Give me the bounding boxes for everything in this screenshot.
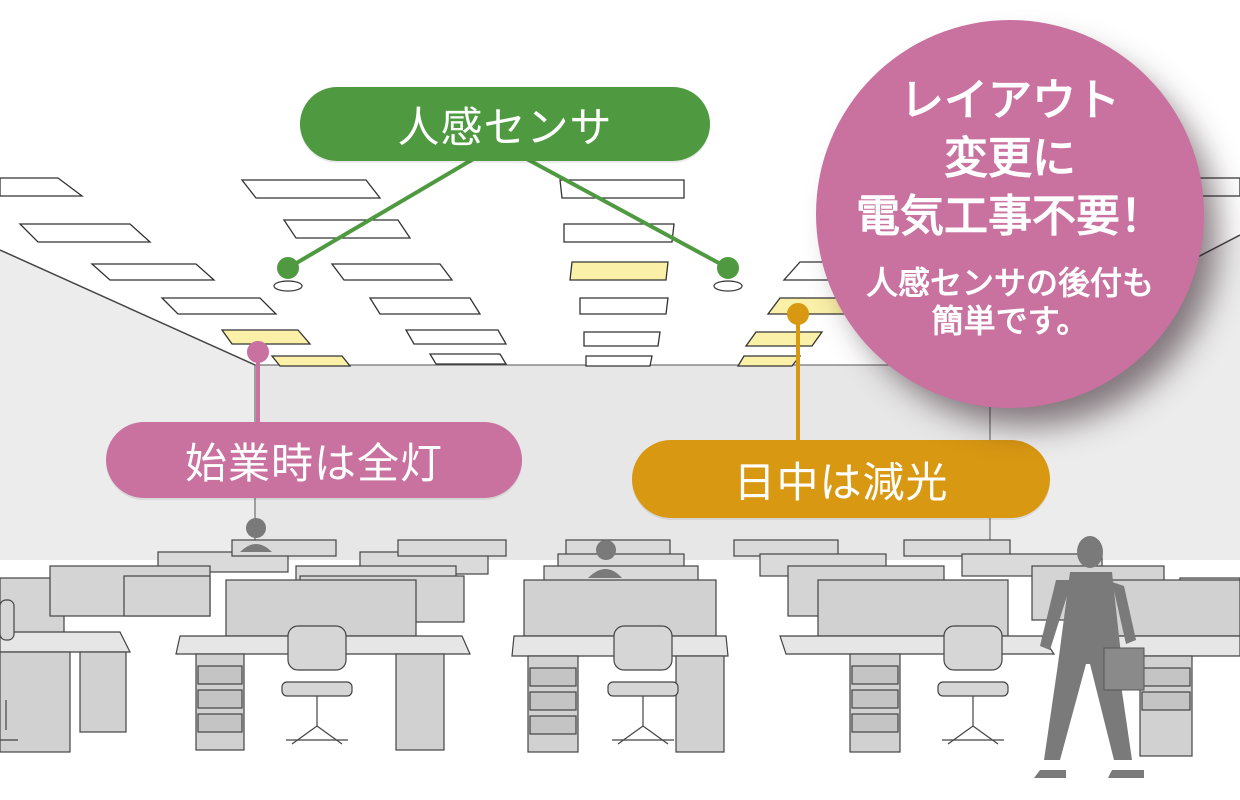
- lit-panel: [569, 261, 669, 281]
- chair: [281, 625, 353, 745]
- sensor-marker: [717, 257, 739, 279]
- lit-panel: [736, 355, 802, 367]
- badge-headline-line: 変更に: [944, 133, 1076, 184]
- chair: [937, 625, 1009, 745]
- dimming-label: 日中は減光: [632, 440, 1050, 518]
- lit-panel: [744, 331, 824, 347]
- sensor-label: 人感センサ: [300, 87, 710, 161]
- badge-sub-line: 人感センサの後付も: [865, 264, 1154, 302]
- badge-headline-line: 電気工事不要！: [856, 191, 1164, 242]
- full-on-marker: [247, 341, 269, 363]
- promo-badge: レイアウト 変更に 電気工事不要！ 人感センサの後付も 簡単です。: [816, 20, 1204, 408]
- sensor-marker: [277, 257, 299, 279]
- desk-front-1: [175, 579, 471, 751]
- badge-headline-line: レイアウト: [900, 75, 1120, 126]
- desk-front-4: [1103, 579, 1240, 757]
- callout-sensor-lines: [277, 156, 739, 279]
- seated-person: [240, 518, 272, 552]
- dimming-marker: [787, 303, 809, 325]
- chair: [0, 599, 18, 741]
- chair: [607, 625, 679, 745]
- badge-headline: レイアウト 変更に 電気工事不要！: [816, 72, 1204, 246]
- sensor-device-right: [713, 280, 743, 292]
- seated-person: [588, 540, 622, 578]
- walking-person: [1034, 536, 1145, 778]
- office-furniture: [0, 539, 1240, 757]
- office-chairs: [0, 599, 1009, 745]
- wall-corner-left: [0, 249, 256, 366]
- badge-sub-line: 簡単です。: [931, 302, 1089, 340]
- panels-lit: [220, 261, 860, 367]
- sensor-device-left: [273, 280, 303, 292]
- badge-subtext: 人感センサの後付も 簡単です。: [816, 264, 1204, 340]
- panels-unlit: [0, 177, 1240, 367]
- callout-dimming-line: [787, 303, 809, 442]
- people: [240, 518, 1145, 778]
- lit-panel: [270, 355, 352, 367]
- desk-left-edge: [0, 631, 131, 753]
- callout-full-on-line: [247, 341, 269, 424]
- full-on-label: 始業時は全灯: [106, 422, 522, 498]
- ceiling-panels: [0, 177, 1240, 367]
- lit-panel: [220, 329, 312, 345]
